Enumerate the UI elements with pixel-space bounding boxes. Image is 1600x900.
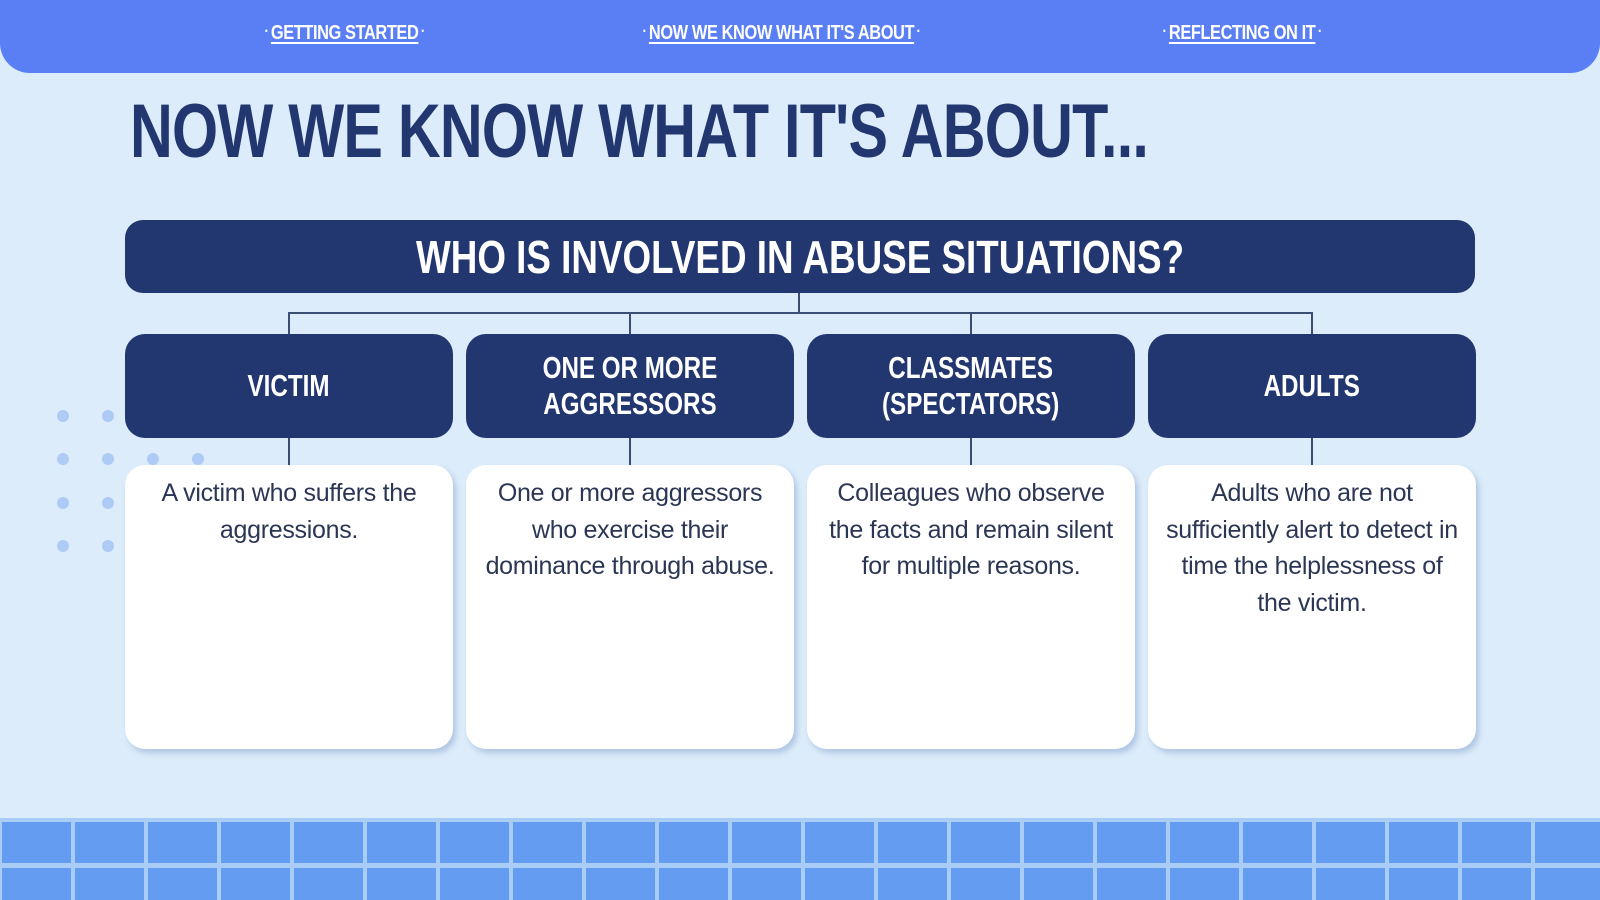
connector-line <box>798 293 800 313</box>
role-box-adults: ADULTS <box>1148 334 1476 438</box>
decor-tile <box>878 822 947 863</box>
role-title: VICTIM <box>248 368 330 403</box>
decor-tile <box>1316 822 1385 863</box>
decor-tile <box>1462 822 1531 863</box>
role-title: CLASSMATES (SPECTATORS) <box>882 350 1060 421</box>
connector-line <box>1311 312 1313 334</box>
decor-tile <box>75 822 144 863</box>
decor-tile <box>732 822 801 863</box>
decor-tile <box>659 822 728 863</box>
role-description: A victim who suffers the aggressions. <box>161 479 417 544</box>
decor-tile <box>1316 868 1385 900</box>
nav-link-label: NOW WE KNOW WHAT IT'S ABOUT <box>648 22 915 44</box>
decor-dot <box>147 453 159 465</box>
page-title: NOW WE KNOW WHAT IT'S ABOUT... <box>130 89 1149 174</box>
connector-line <box>970 312 972 334</box>
role-box-classmates: CLASSMATES (SPECTATORS) <box>807 334 1135 438</box>
decor-tile <box>2 868 71 900</box>
connector-line <box>288 312 1313 314</box>
role-description-card-classmates: Colleagues who observe the facts and rem… <box>807 465 1135 749</box>
decor-tile <box>513 868 582 900</box>
decor-tile <box>221 822 290 863</box>
separator-dot: · <box>420 23 425 40</box>
decor-tile <box>294 822 363 863</box>
decor-tile <box>951 822 1020 863</box>
decor-tile <box>951 868 1020 900</box>
role-description: One or more aggressors who exercise thei… <box>485 479 775 580</box>
separator-dot: · <box>264 23 269 40</box>
decor-tile <box>1389 868 1458 900</box>
decor-tile <box>294 868 363 900</box>
decor-dot <box>102 497 114 509</box>
connector-line <box>629 438 631 465</box>
decor-tile <box>805 822 874 863</box>
decor-tile <box>2 822 71 863</box>
decor-tile <box>221 868 290 900</box>
decor-tile <box>1170 868 1239 900</box>
diagram-question-text: WHO IS INVOLVED IN ABUSE SITUATIONS? <box>415 230 1185 283</box>
decor-tile <box>148 822 217 863</box>
connector-line <box>1311 438 1313 465</box>
decor-tile <box>1024 822 1093 863</box>
decor-tile <box>148 868 217 900</box>
decor-tile <box>75 868 144 900</box>
decor-tile <box>1097 822 1166 863</box>
decor-tile <box>1389 822 1458 863</box>
diagram-question-box: WHO IS INVOLVED IN ABUSE SITUATIONS? <box>125 220 1475 293</box>
nav-link-label: GETTING STARTED <box>270 22 419 44</box>
role-description: Colleagues who observe the facts and rem… <box>829 479 1113 580</box>
separator-dot: · <box>642 23 647 40</box>
decor-tile <box>659 868 728 900</box>
decor-dot <box>57 410 69 422</box>
decor-tile <box>367 868 436 900</box>
role-box-victim: VICTIM <box>125 334 453 438</box>
decorative-tile-strip <box>0 818 1600 900</box>
role-description-card-aggressors: One or more aggressors who exercise thei… <box>466 465 794 749</box>
decor-tile <box>1243 822 1312 863</box>
decor-tile <box>367 822 436 863</box>
connector-line <box>288 438 290 465</box>
decor-tile <box>878 868 947 900</box>
nav-link-getting-started[interactable]: ·GETTING STARTED· <box>262 22 427 45</box>
separator-dot: · <box>1317 23 1322 40</box>
decor-dot <box>57 497 69 509</box>
role-box-aggressors: ONE OR MORE AGGRESSORS <box>466 334 794 438</box>
decor-tile <box>1170 822 1239 863</box>
role-description: Adults who are not sufficiently alert to… <box>1166 479 1458 617</box>
role-description-card-adults: Adults who are not sufficiently alert to… <box>1148 465 1476 749</box>
decor-tile <box>440 822 509 863</box>
decor-tile <box>732 868 801 900</box>
separator-dot: · <box>1162 23 1167 40</box>
decor-tile <box>1535 868 1600 900</box>
decor-tile <box>1097 868 1166 900</box>
decor-tile <box>1462 868 1531 900</box>
decor-tile <box>1024 868 1093 900</box>
connector-line <box>288 312 290 334</box>
top-nav-bar: ·GETTING STARTED· ·NOW WE KNOW WHAT IT'S… <box>0 0 1600 73</box>
connector-line <box>629 312 631 334</box>
decor-dot <box>102 453 114 465</box>
connector-line <box>970 438 972 465</box>
decor-dot <box>102 540 114 552</box>
role-title: ONE OR MORE AGGRESSORS <box>542 350 718 421</box>
nav-link-now-we-know[interactable]: ·NOW WE KNOW WHAT IT'S ABOUT· <box>640 22 923 45</box>
decor-dot <box>57 540 69 552</box>
decor-tile <box>586 822 655 863</box>
nav-link-reflecting[interactable]: ·REFLECTING ON IT· <box>1160 22 1324 45</box>
decor-tile <box>440 868 509 900</box>
decor-dot <box>57 453 69 465</box>
decor-tile <box>513 822 582 863</box>
nav-link-label: REFLECTING ON IT <box>1168 22 1316 44</box>
decor-dot <box>192 453 204 465</box>
decor-tile <box>1243 868 1312 900</box>
decor-dot <box>102 410 114 422</box>
role-title: ADULTS <box>1263 368 1361 403</box>
role-description-card-victim: A victim who suffers the aggressions. <box>125 465 453 749</box>
decor-tile <box>805 868 874 900</box>
decor-tile <box>586 868 655 900</box>
decor-tile <box>1535 822 1600 863</box>
separator-dot: · <box>916 23 921 40</box>
